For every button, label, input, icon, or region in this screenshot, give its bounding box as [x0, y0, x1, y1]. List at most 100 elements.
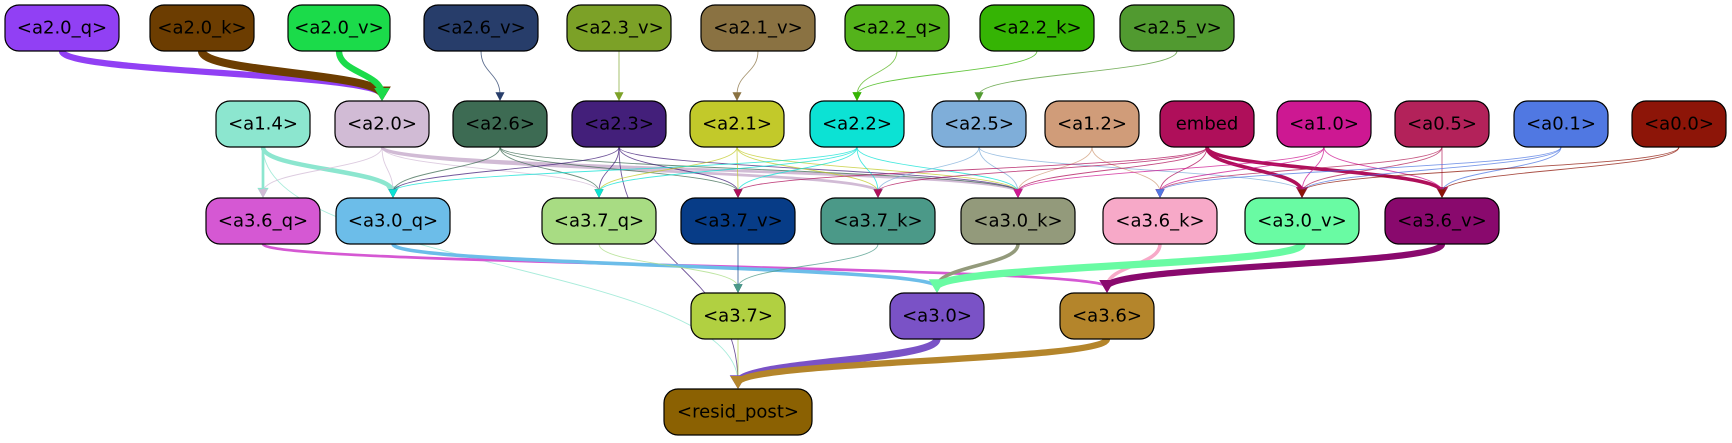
edge-line [1159, 146, 1325, 193]
edge-line [598, 146, 738, 193]
node-box [1119, 4, 1235, 52]
node-embed[interactable]: embed [1159, 100, 1255, 148]
node-a2-2-q[interactable]: <a2.2_q> [844, 4, 950, 52]
edge-a1_4-to-a3_0_q [260, 146, 400, 198]
node-a2-0-q[interactable]: <a2.0_q> [4, 4, 120, 52]
node-label: <a2.2_k> [992, 18, 1081, 39]
node-resid-post[interactable]: <resid_post> [663, 388, 813, 436]
node-a3-6-v[interactable]: <a3.6_v> [1384, 197, 1500, 245]
node-box [1044, 100, 1140, 148]
node-box [566, 4, 672, 52]
node-a2-1[interactable]: <a2.1> [689, 100, 785, 148]
node-box [889, 292, 985, 340]
node-a2-6-v[interactable]: <a2.6_v> [423, 4, 539, 52]
node-a3-7-q[interactable]: <a3.7_q> [541, 197, 657, 245]
node-a3-0-q[interactable]: <a3.0_q> [335, 197, 451, 245]
node-a1-4[interactable]: <a1.4> [215, 100, 311, 148]
node-label: embed [1176, 114, 1239, 135]
edge-line [1301, 146, 1325, 193]
edge-line [618, 146, 1019, 193]
edge-line [1441, 146, 1680, 193]
node-label: <a3.7> [703, 306, 773, 327]
arrowhead [614, 92, 624, 101]
edge-line [381, 146, 394, 193]
arrowhead [733, 189, 743, 198]
node-a3-6-q[interactable]: <a3.6_q> [205, 197, 321, 245]
node-a3-7-k[interactable]: <a3.7_k> [820, 197, 936, 245]
edge-line [480, 50, 501, 96]
edge-line [392, 146, 858, 193]
node-a2-5[interactable]: <a2.5> [931, 100, 1027, 148]
edge-a2_3-to-a3_0_q [388, 146, 620, 198]
edge-line [978, 146, 1303, 193]
node-box [541, 197, 657, 245]
node-label: <a2.6> [465, 114, 535, 135]
node-a3-0-k[interactable]: <a3.0_k> [960, 197, 1076, 245]
edge-line [1301, 146, 1680, 193]
edge-line [598, 243, 739, 288]
node-a2-3-v[interactable]: <a2.3_v> [566, 4, 672, 52]
edge-line [381, 146, 600, 193]
node-box [1384, 197, 1500, 245]
node-a0-0[interactable]: <a0.0> [1631, 100, 1727, 148]
node-a3-0[interactable]: <a3.0> [889, 292, 985, 340]
node-label: <a2.2> [822, 114, 892, 135]
edge-line [737, 146, 858, 193]
edge-a2_2-to-a3_7_q [594, 146, 858, 198]
node-label: <resid_post> [677, 402, 799, 423]
edge-line [380, 145, 1020, 194]
edge-line [1323, 146, 1443, 193]
edge-line [598, 146, 858, 193]
node-box [1244, 197, 1360, 245]
node-a2-1-v[interactable]: <a2.1_v> [700, 4, 816, 52]
edge-line [1017, 146, 1325, 193]
arrowhead [873, 189, 883, 198]
edge-line [1017, 146, 1093, 193]
node-label: <a2.1_v> [713, 18, 802, 39]
node-label: <a2.0_v> [294, 18, 383, 39]
node-label: <a3.6_k> [1115, 211, 1204, 232]
node-a1-0[interactable]: <a1.0> [1276, 100, 1372, 148]
edge-a2_2_k-to-a2_2 [852, 50, 1038, 101]
node-a2-2[interactable]: <a2.2> [809, 100, 905, 148]
node-label: <a3.6_v> [1397, 211, 1486, 232]
edge-line [1441, 146, 1562, 193]
arrowhead [258, 189, 268, 198]
node-a0-1[interactable]: <a0.1> [1513, 100, 1609, 148]
edge-a2_0_v-to-a2_0 [335, 50, 390, 101]
node-a1-2[interactable]: <a1.2> [1044, 100, 1140, 148]
node-label: <a0.0> [1644, 114, 1714, 135]
edge-a2_2-to-a3_0_q [388, 146, 858, 198]
edge-a2_0-to-a3_6_q [258, 146, 383, 198]
node-a3-6[interactable]: <a3.6> [1059, 292, 1155, 340]
arrowhead [928, 279, 946, 293]
node-a0-5[interactable]: <a0.5> [1394, 100, 1490, 148]
node-a2-6[interactable]: <a2.6> [452, 100, 548, 148]
node-a2-3[interactable]: <a2.3> [571, 100, 667, 148]
node-a3-6-k[interactable]: <a3.6_k> [1102, 197, 1218, 245]
edge-line [737, 243, 879, 288]
node-label: <a3.0_q> [348, 211, 438, 232]
node-box [1276, 100, 1372, 148]
node-a2-0[interactable]: <a2.0> [334, 100, 430, 148]
node-label: <a0.1> [1526, 114, 1596, 135]
edge-line [1159, 146, 1562, 193]
node-box [287, 4, 391, 52]
node-a2-5-v[interactable]: <a2.5_v> [1119, 4, 1235, 52]
node-box [1102, 197, 1218, 245]
edge-a1_2-to-a3_0_k [1013, 146, 1093, 198]
node-label: <a2.6_v> [436, 18, 525, 39]
node-box [680, 197, 796, 245]
node-a2-0-v[interactable]: <a2.0_v> [287, 4, 391, 52]
node-a2-2-k[interactable]: <a2.2_k> [979, 4, 1095, 52]
edge-line [392, 146, 501, 193]
node-a3-7[interactable]: <a3.7> [690, 292, 786, 340]
node-a2-0-k[interactable]: <a2.0_k> [149, 4, 255, 52]
arrowhead [1099, 279, 1115, 293]
arrowhead [730, 375, 746, 389]
node-a3-7-v[interactable]: <a3.7_v> [680, 197, 796, 245]
edge-a2_5-to-a3_7_k [873, 146, 980, 198]
edge-line [734, 335, 1111, 387]
edge-line [1091, 146, 1161, 193]
node-a3-0-v[interactable]: <a3.0_v> [1244, 197, 1360, 245]
